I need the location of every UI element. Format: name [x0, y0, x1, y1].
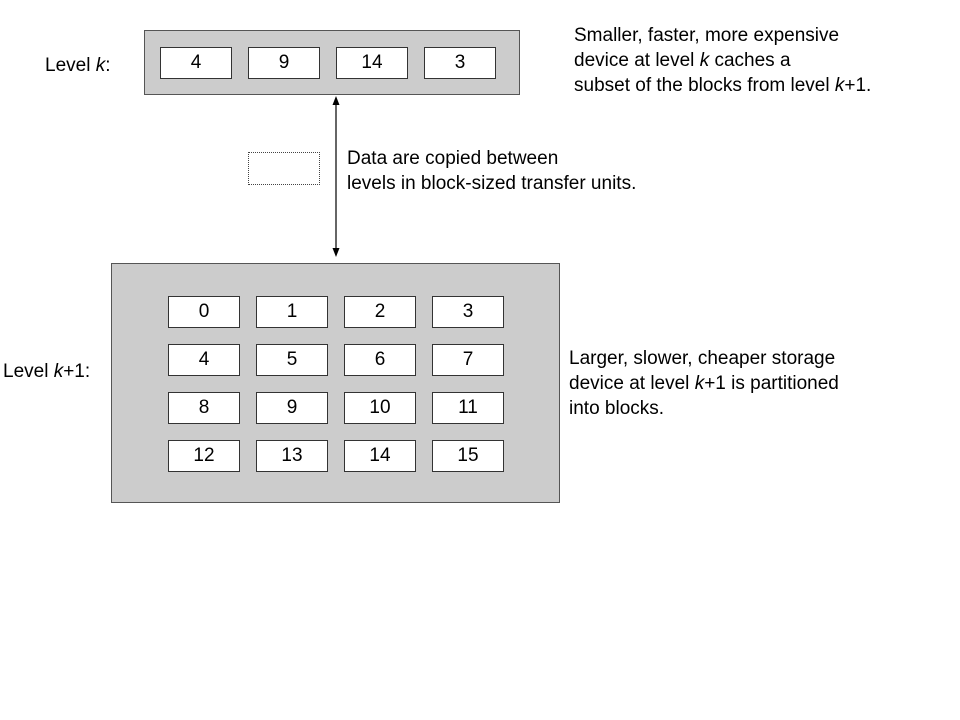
storage-block: 5	[256, 344, 328, 376]
storage-block: 10	[344, 392, 416, 424]
storage-block: 7	[432, 344, 504, 376]
cache-note-line3: subset of the blocks from level k+1.	[574, 75, 872, 96]
storage-note: Larger, slower, cheaper storage device a…	[569, 346, 839, 421]
transfer-unit-block	[248, 152, 320, 185]
storage-block: 6	[344, 344, 416, 376]
storage-block: 8	[168, 392, 240, 424]
cache-note: Smaller, faster, more expensive device a…	[574, 23, 871, 98]
level-k1-storage: 0 1 2 3 4 5 6 7 8 9 10 11 12 13 14 15	[111, 263, 560, 503]
transfer-note-line1: Data are copied between	[347, 148, 559, 169]
storage-block: 13	[256, 440, 328, 472]
storage-block: 4	[168, 344, 240, 376]
storage-block: 0	[168, 296, 240, 328]
cache-block: 14	[336, 47, 408, 79]
double-arrow	[332, 96, 340, 257]
storage-block: 11	[432, 392, 504, 424]
storage-note-line1: Larger, slower, cheaper storage	[569, 348, 836, 369]
storage-note-line2: device at level k+1 is partitioned	[569, 373, 839, 394]
storage-block: 15	[432, 440, 504, 472]
transfer-note: Data are copied between levels in block-…	[347, 146, 636, 196]
level-k-cache: 4 9 14 3	[144, 30, 520, 95]
storage-block: 1	[256, 296, 328, 328]
level-k-label-suffix: :	[105, 55, 111, 76]
cache-block: 3	[424, 47, 496, 79]
cache-note-line1: Smaller, faster, more expensive	[574, 25, 840, 46]
transfer-note-line2: levels in block-sized transfer units.	[347, 173, 637, 194]
storage-note-line3: into blocks.	[569, 398, 665, 419]
cache-block: 4	[160, 47, 232, 79]
cache-block: 9	[248, 47, 320, 79]
level-k1-label: Level k+1:	[3, 361, 91, 382]
storage-block: 2	[344, 296, 416, 328]
storage-block: 3	[432, 296, 504, 328]
level-k-label: Level k:	[45, 55, 110, 77]
storage-block: 14	[344, 440, 416, 472]
level-k-label-prefix: Level	[45, 55, 96, 76]
storage-block: 9	[256, 392, 328, 424]
storage-block: 12	[168, 440, 240, 472]
cache-note-line2: device at level k caches a	[574, 50, 791, 71]
level-k-label-var: k	[95, 55, 106, 76]
